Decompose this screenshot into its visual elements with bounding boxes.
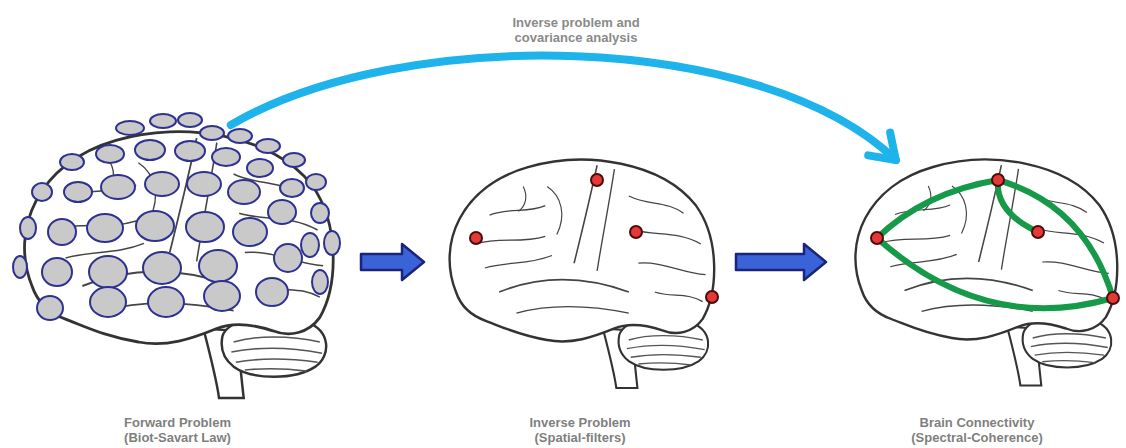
- brain-panel: Inverse Problem (Spatial-filters): [430, 150, 730, 448]
- panel-caption: Inverse Problem (Spatial-filters): [513, 415, 648, 445]
- panel-caption: Forward Problem (Biot-Savart Law): [110, 415, 245, 445]
- brain-panel: Brain Connectivity (Spectral-Coherence): [832, 160, 1122, 448]
- brain-with-sources: [450, 160, 715, 388]
- source-dots: [470, 174, 718, 303]
- brain-panel: Forward Problem (Biot-Savart Law): [0, 125, 355, 448]
- source-dots: [871, 174, 1119, 304]
- sensor-array: [13, 113, 340, 320]
- process-arrow: [361, 244, 424, 280]
- edge-label: Inverse problem and covariance analysis: [497, 14, 655, 46]
- process-arrow: [736, 244, 826, 280]
- connectivity-lines: [877, 180, 1113, 308]
- brain-with-connectivity: [855, 160, 1117, 386]
- panel-caption: Brain Connectivity (Spectral-Coherence): [895, 415, 1060, 445]
- brain-with-sensors: [25, 132, 334, 398]
- curved-arrow: [231, 56, 896, 160]
